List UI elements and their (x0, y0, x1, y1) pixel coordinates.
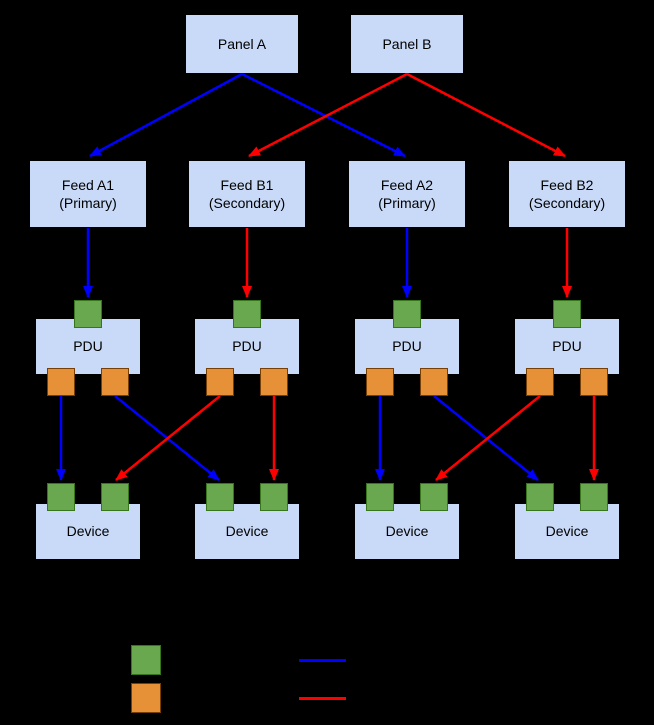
device2-input-port-left-icon (206, 483, 234, 511)
device4-node: Device (514, 503, 620, 560)
pdu2-output-port-left-icon (206, 368, 234, 396)
pdu3-input-port-icon (393, 300, 421, 328)
arrow-pdu3-to-device4 (433, 395, 539, 481)
arrow-pdu2-to-device1 (115, 395, 221, 481)
device4-input-port-right-icon (580, 483, 608, 511)
pdu3-label: PDU (392, 338, 422, 355)
pdu3-output-port-left-icon (366, 368, 394, 396)
feed-a1-node: Feed A1 (Primary) (29, 160, 147, 228)
pdu2-output-port-right-icon (260, 368, 288, 396)
pdu1-output-port-left-icon (47, 368, 75, 396)
pdu4-label: PDU (552, 338, 582, 355)
device3-input-port-left-icon (366, 483, 394, 511)
feed-b2-node: Feed B2 (Secondary) (508, 160, 626, 228)
panel-a-node: Panel A (185, 14, 299, 74)
feed-b1-node: Feed B1 (Secondary) (188, 160, 306, 228)
pdu2-label: PDU (232, 338, 262, 355)
pdu4-output-port-right-icon (580, 368, 608, 396)
arrow-pdu4-to-device3 (435, 395, 541, 481)
device4-input-port-left-icon (526, 483, 554, 511)
feed-b1-label-line2: (Secondary) (208, 195, 286, 211)
legend-blue-line-swatch-icon (299, 659, 346, 662)
device1-label: Device (66, 523, 110, 540)
device2-input-port-right-icon (260, 483, 288, 511)
feed-b2-label-line2: (Secondary) (528, 195, 606, 211)
legend-red-line-swatch-icon (299, 697, 346, 700)
pdu1-label: PDU (73, 338, 103, 355)
device3-input-port-right-icon (420, 483, 448, 511)
pdu1-output-port-right-icon (101, 368, 129, 396)
device2-label: Device (225, 523, 269, 540)
panel-b-node: Panel B (350, 14, 464, 74)
feed-a1-label-line1: Feed A1 (61, 176, 115, 193)
device1-input-port-right-icon (101, 483, 129, 511)
feed-b1-label-line1: Feed B1 (220, 176, 274, 193)
feed-a1-label-line2: (Primary) (59, 195, 117, 211)
pdu4-output-port-left-icon (526, 368, 554, 396)
arrow-panel-a-to-feed-a2 (241, 72, 406, 158)
feed-a2-label-line2: (Primary) (378, 195, 436, 211)
arrow-panel-b-to-feed-b1 (248, 72, 408, 158)
feed-a2-label-line1: Feed A2 (380, 176, 434, 193)
device1-node: Device (35, 503, 141, 560)
panel-b-label: Panel B (382, 35, 432, 52)
arrow-panel-b-to-feed-b2 (406, 72, 566, 158)
device1-input-port-left-icon (47, 483, 75, 511)
device2-node: Device (194, 503, 300, 560)
pdu4-input-port-icon (553, 300, 581, 328)
legend-orange-square-swatch-icon (131, 683, 161, 713)
feed-b2-label-line1: Feed B2 (540, 176, 594, 193)
pdu2-input-port-icon (233, 300, 261, 328)
device3-node: Device (354, 503, 460, 560)
arrow-panel-a-to-feed-a1 (89, 72, 243, 158)
device4-label: Device (545, 523, 589, 540)
legend-green-square-swatch-icon (131, 645, 161, 675)
pdu1-input-port-icon (74, 300, 102, 328)
pdu3-output-port-right-icon (420, 368, 448, 396)
device3-label: Device (385, 523, 429, 540)
feed-a2-node: Feed A2 (Primary) (348, 160, 466, 228)
panel-a-label: Panel A (217, 35, 267, 52)
